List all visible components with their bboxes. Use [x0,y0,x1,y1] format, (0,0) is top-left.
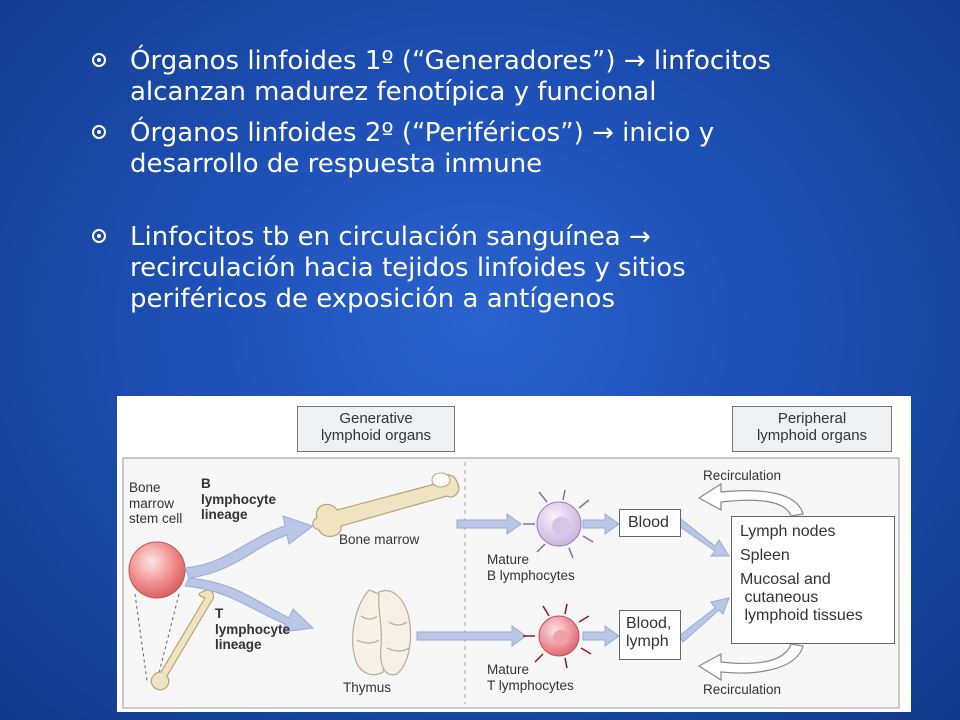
bullet-marker-icon [92,53,106,67]
thymus-label: Thymus [343,680,392,695]
recirculation-bottom-label: Recirculation [703,682,782,697]
label-text: Mature [487,662,530,677]
bullet-text: alcanzan madurez fenotípica y funcional [130,77,657,107]
label-text: T lymphocytes [487,677,574,693]
b-lineage-label: B lymphocyte lineage [201,476,276,523]
bullet-line: Órganos linfoides 1º (“Generadores”) → l… [130,46,928,77]
mature-t-label: Mature T lymphocytes [487,662,574,693]
maturation-arrows-icon [416,513,620,647]
bullet-primary-organs: Órganos linfoides 1º (“Generadores”) → l… [88,46,928,108]
stem-cell-icon [128,541,186,682]
bullet-text: Órganos linfoides 1º (“Generadores”) [130,46,624,76]
bullet-marker-icon [92,229,106,243]
blood-lymph-box: Blood, lymph [619,610,681,660]
bullet-secondary-organs: Órganos linfoides 2º (“Periféricos”) → i… [88,118,928,180]
t-lymphocyte-icon [523,603,592,669]
femur-icon [150,589,215,691]
label-text: Blood, [626,615,672,632]
bullet-line: Linfocitos tb en circulación sanguínea → [130,222,928,253]
bullet-text: Linfocitos tb en circulación sanguínea [130,222,629,252]
organ-cutaneous: cutaneous [740,589,819,606]
bone-marrow-label: Bone marrow [339,532,420,547]
label-text: marrow [129,495,175,511]
recirculation-arrows-icon [697,482,804,682]
label-text: stem cell [129,511,183,527]
b-lymphocyte-icon [523,489,594,559]
organ-mucosal: Mucosal and [740,571,831,588]
organ-spleen: Spleen [740,547,790,564]
label-text: B [201,476,211,491]
bullet-text: inicio y [613,118,715,148]
organ-lymph-nodes: Lymph nodes [740,523,836,540]
mature-b-label: Mature B lymphocytes [487,552,575,583]
bullet-text: Órganos linfoides 2º (“Periféricos”) [130,118,593,148]
label-text: Bone [129,480,161,495]
label-text: B lymphocytes [487,567,575,583]
lymphoid-organs-figure: Generative lymphoid organs Peripheral ly… [117,396,911,712]
bullet-line: Órganos linfoides 2º (“Periféricos”) → i… [130,118,928,149]
stem-cell-label: Bone marrow stem cell [129,480,182,527]
right-arrow-icon: → [628,222,651,252]
bullet-text: linfocitos [645,46,772,76]
label-text: lymph [626,633,669,650]
bullet-text: desarrollo de respuesta inmune [130,149,543,179]
generative-header: Generative lymphoid organs [297,406,455,452]
bone-marrow-icon [312,472,460,537]
blood-box: Blood [619,509,681,537]
bullet-marker-icon [92,125,106,139]
recirculation-top-label: Recirculation [703,468,782,483]
header-text: Generative [339,410,413,427]
label-text: T [215,606,224,621]
organ-lymphoid-tissues: lymphoid tissues [740,607,863,624]
peripheral-header: Peripheral lymphoid organs [732,406,892,452]
right-arrow-icon: → [623,46,646,76]
thymus-icon [352,589,412,676]
bullet-text: recirculación hacia tejidos linfoides y … [130,253,686,283]
header-text: lymphoid organs [320,427,432,444]
label-text: lineage [201,507,248,523]
bullet-recirculation: Linfocitos tb en circulación sanguínea →… [88,222,928,315]
header-text: Peripheral [777,410,847,427]
label-text: lymphocyte [201,491,277,507]
label-text: Mature [487,552,530,567]
label-text: lineage [215,637,262,653]
bullet-list: Órganos linfoides 1º (“Generadores”) → l… [88,46,928,325]
t-lineage-label: T lymphocyte lineage [215,606,290,653]
lineage-arrows-icon [184,515,315,633]
peripheral-organs-box: Lymph nodes Spleen Mucosal and cutaneous… [731,516,895,644]
right-arrow-icon: → [592,118,614,148]
header-text: lymphoid organs [756,427,868,444]
label-text: lymphocyte [215,621,291,637]
bullet-text: periféricos de exposición a antígenos [130,284,615,314]
